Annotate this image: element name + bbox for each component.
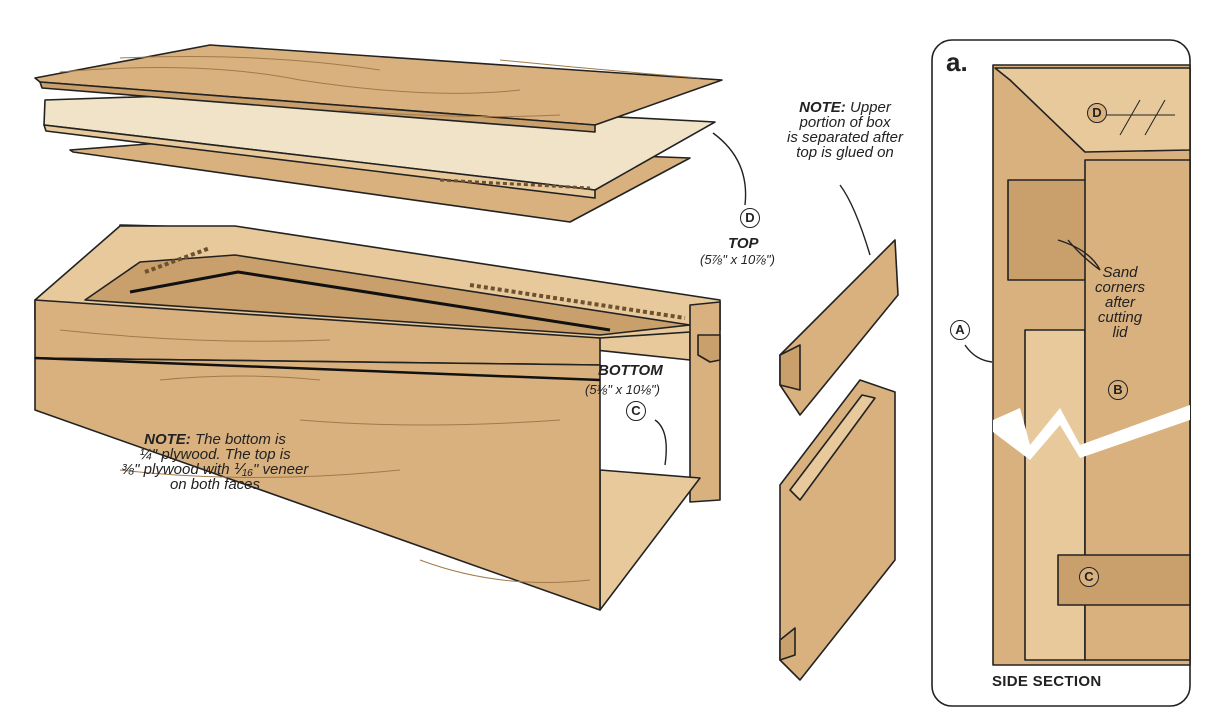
section-title: SIDE SECTION [992, 673, 1102, 690]
note-upper: NOTE: Upper portion of box is separated … [787, 99, 903, 161]
box-body [34, 224, 721, 611]
sand-note: Sand corners after cutting lid [1094, 264, 1146, 341]
top-panel-d [34, 44, 723, 223]
leader-lines [654, 132, 1101, 466]
top-title: TOP [728, 235, 759, 252]
section-letter: a. [946, 47, 968, 77]
label-d-section: D [1087, 103, 1107, 123]
label-c-section: C [1079, 567, 1099, 587]
note-bottom: NOTE: The bottom is ¼" plywood. The top … [121, 431, 309, 493]
top-size: (5⅞" x 10⅞") [700, 252, 775, 267]
label-b-section: B [1108, 380, 1128, 400]
label-d-top: D [740, 208, 760, 228]
side-section-panel [931, 39, 1191, 707]
box-side-piece [779, 379, 896, 681]
lid-piece [779, 239, 899, 416]
label-c-bottom: C [626, 401, 646, 421]
bottom-title: BOTTOM [598, 362, 663, 379]
label-a-section: A [950, 320, 970, 340]
bottom-size: (5⅛" x 10⅛") [585, 382, 660, 397]
